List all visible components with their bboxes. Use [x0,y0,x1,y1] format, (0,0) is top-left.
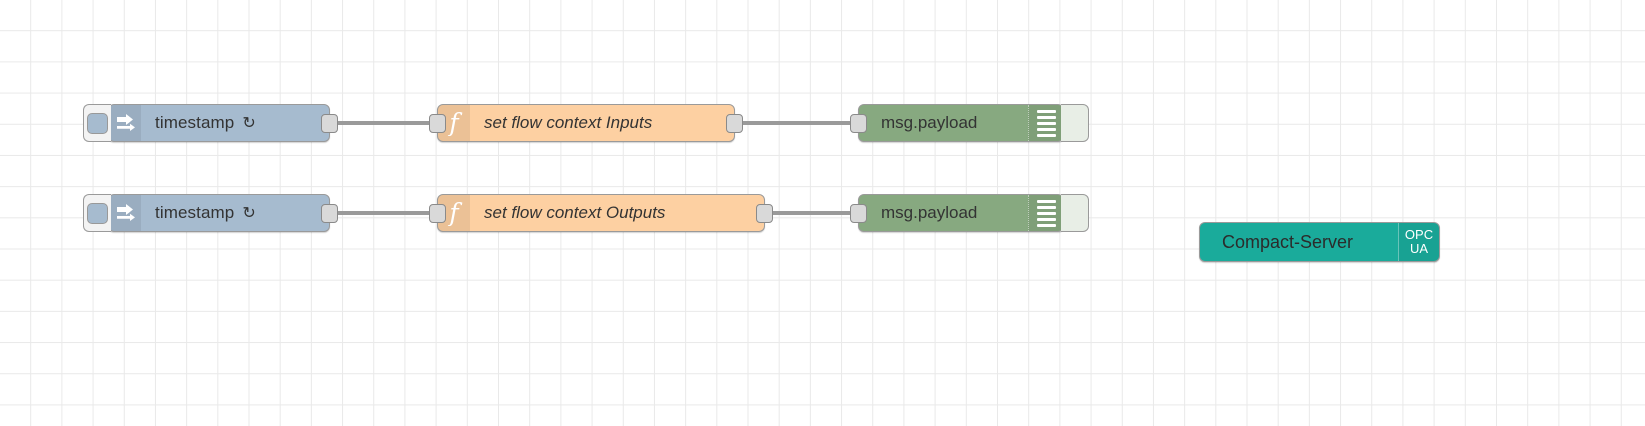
function-node-set-flow-context-outputs[interactable]: f set flow context Outputs [429,194,773,232]
inject-output-port[interactable] [321,204,338,223]
function-node-set-flow-context-inputs[interactable]: f set flow context Inputs [429,104,743,142]
svg-text:f: f [447,110,462,136]
inject-trigger-button-inner [87,112,108,134]
wire-function-to-debug-outputs[interactable] [763,211,859,215]
opcua-server-label: Compact-Server [1222,231,1354,252]
function-node-label: set flow context Outputs [484,203,666,222]
inject-repeat-icon: ↻ [242,115,256,132]
function-output-port[interactable] [726,114,743,133]
function-input-port[interactable] [429,114,446,133]
function-node-label: set flow context Inputs [484,113,653,132]
debug-node-label: msg.payload [881,203,978,222]
inject-label-text: timestamp [155,203,235,222]
inject-trigger-button[interactable] [83,194,111,232]
inject-label-text: timestamp [155,113,235,132]
inject-node-label: timestamp ↻ [141,195,270,231]
debug-enable-toggle[interactable] [1061,194,1089,232]
inject-output-port[interactable] [321,114,338,133]
inject-node-timestamp-inputs[interactable]: timestamp ↻ [83,104,338,142]
wire-inject-to-function-outputs[interactable] [326,211,438,215]
debug-enable-toggle[interactable] [1061,104,1089,142]
debug-node-msg-payload-outputs[interactable]: msg.payload [850,194,1089,232]
debug-bars-icon [1028,105,1063,141]
inject-repeat-icon: ↻ [242,205,256,222]
inject-trigger-button-inner [87,202,108,224]
wire-function-to-debug-inputs[interactable] [733,121,859,125]
function-output-port[interactable] [756,204,773,223]
inject-node-label: timestamp ↻ [141,105,270,141]
inject-arrow-icon [109,105,141,141]
opc-ua-icon: OPC UA [1398,223,1439,261]
debug-bars-icon [1028,195,1063,231]
opc-ua-icon-top: OPC [1404,227,1434,243]
inject-trigger-button[interactable] [83,104,111,142]
debug-bars-glyph [1036,109,1056,137]
wire-inject-to-function-inputs[interactable] [326,121,438,125]
debug-node-msg-payload-inputs[interactable]: msg.payload [850,104,1089,142]
debug-input-port[interactable] [850,204,867,223]
svg-text:f: f [447,200,462,226]
opc-ua-icon-bottom: UA [1409,241,1429,256]
debug-bars-glyph [1036,199,1056,227]
opcua-server-node[interactable]: Compact-Server OPC UA [1199,222,1440,262]
function-input-port[interactable] [429,204,446,223]
debug-input-port[interactable] [850,114,867,133]
debug-node-label: msg.payload [881,113,978,132]
inject-node-timestamp-outputs[interactable]: timestamp ↻ [83,194,338,232]
inject-arrow-icon [109,195,141,231]
